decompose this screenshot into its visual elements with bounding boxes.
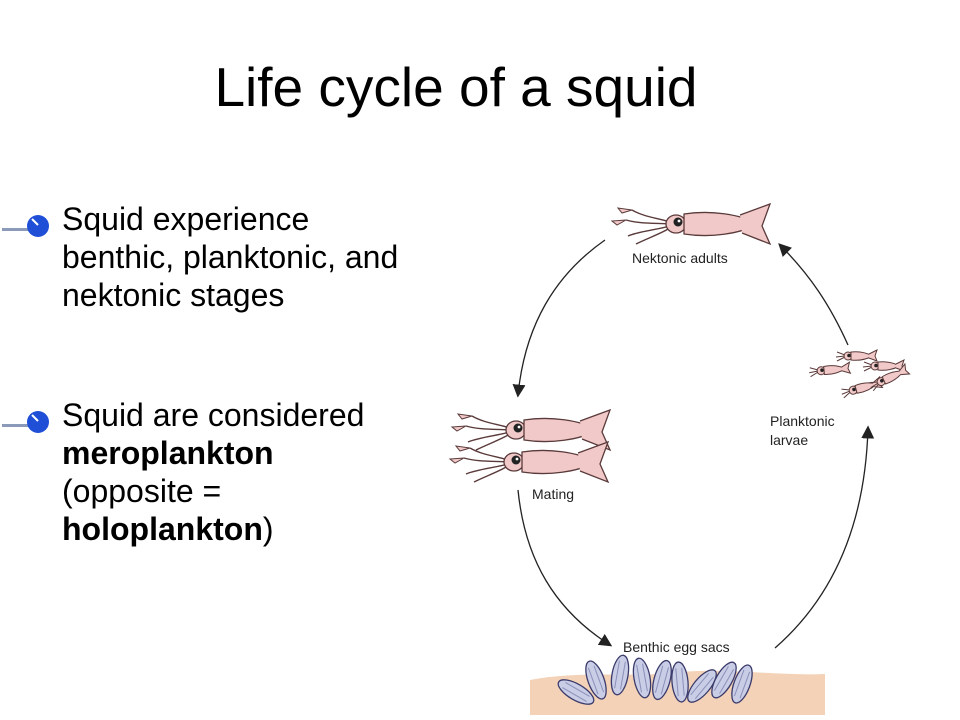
mating-squid-lower [449, 441, 609, 483]
bullet-item: Squid are considered meroplankton (oppos… [62, 396, 402, 548]
slide-title: Life cycle of a squid [214, 56, 698, 118]
term-meroplankton: meroplankton [62, 435, 274, 471]
term-holoplankton: holoplankton [62, 511, 263, 547]
bullet-text: Squid are considered [62, 397, 365, 433]
arrow-eggs-to-larvae [774, 425, 875, 649]
mating-squid-upper [451, 409, 611, 451]
bullet-text: Squid experience benthic, planktonic, an… [62, 201, 399, 313]
nektonic-adult-squid [611, 203, 771, 245]
squid-life-cycle-diagram: Nektonic adults Planktonic larvae Mating… [449, 203, 911, 715]
label-nektonic-adults: Nektonic adults [632, 250, 728, 266]
arrow-adults-to-mating [512, 239, 606, 398]
bullet-item: Squid experience benthic, planktonic, an… [62, 200, 402, 314]
arrow-mating-to-eggs [517, 489, 613, 647]
bullet-text: ) [262, 511, 274, 547]
label-mating: Mating [532, 486, 574, 502]
label-benthic-egg-sacs: Benthic egg sacs [623, 639, 730, 655]
bullet-text: (opposite = [62, 473, 222, 509]
arrow-larvae-to-adults [778, 243, 849, 346]
label-planktonic-larvae-line1: Planktonic [770, 413, 835, 429]
bullet-marker-icon [2, 411, 49, 433]
bullet-marker-icon [2, 215, 49, 237]
label-planktonic-larvae-line2: larvae [770, 432, 808, 448]
planktonic-larvae [808, 349, 911, 399]
